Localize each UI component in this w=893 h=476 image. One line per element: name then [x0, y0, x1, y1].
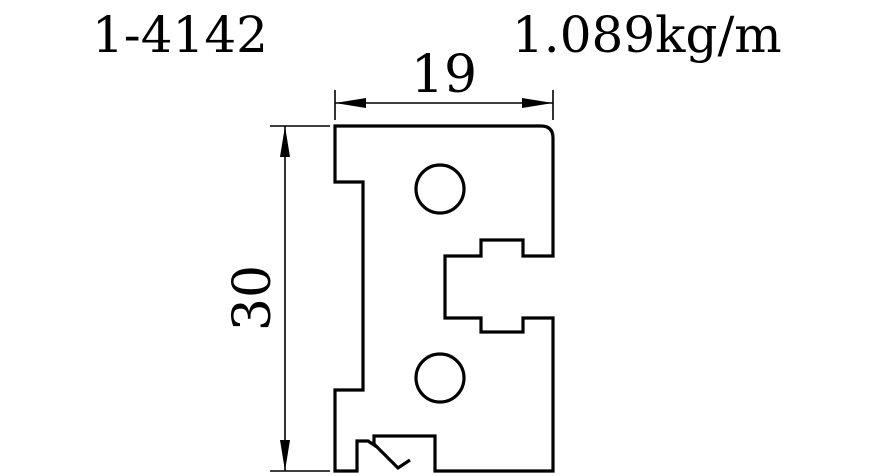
height-value: 30 [223, 265, 283, 331]
width-arrow-left [335, 98, 366, 108]
profile-outline [333, 124, 555, 473]
part-number: 1-4142 [92, 6, 268, 64]
width-dimension [334, 90, 554, 120]
height-dimension [270, 125, 330, 472]
unit-weight: 1.089kg/m [512, 6, 782, 64]
height-arrow-bottom [280, 440, 290, 471]
width-value: 19 [411, 45, 477, 105]
profile-notch [370, 440, 411, 471]
hole-bottom [414, 352, 466, 404]
hole-top [414, 163, 466, 215]
height-arrow-top [280, 126, 290, 157]
width-arrow-right [522, 98, 553, 108]
